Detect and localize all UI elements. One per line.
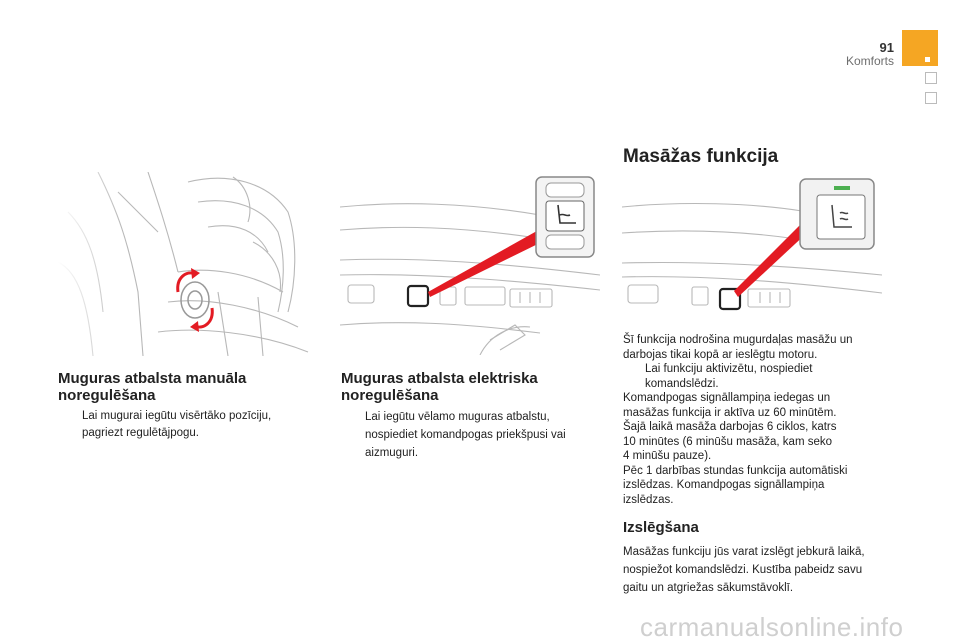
massage-bullet: Lai funkciju aktivizētu, nospiediet koma… (623, 362, 903, 391)
text-line: izslēdzas. Komandpogas signāllampiņa (623, 479, 825, 491)
section-tab (925, 92, 937, 104)
bullet-text: nospiediet komandpogas priekšpusi vai (365, 429, 566, 441)
manual-bullet: Lai mugurai iegūtu visērtāko pozīciju, p… (60, 408, 300, 442)
watermark: carmanualsonline.info (640, 612, 904, 642)
bullet-text: aizmuguri. (365, 447, 419, 459)
pointer-red (734, 223, 809, 297)
page-number: 91 (879, 40, 894, 55)
bullet-text: Lai funkciju aktivizētu, nospiediet (645, 363, 813, 375)
section-title: Komforts (845, 54, 894, 68)
lumbar-switch-closeup (535, 176, 595, 258)
electric-bullet: Lai iegūtu vēlamo muguras atbalstu, nosp… (343, 408, 593, 462)
manual-title-line: noregulēšana (58, 387, 156, 404)
electric-title-line: noregulēšana (341, 387, 439, 404)
bullet-text: Lai mugurai iegūtu visērtāko pozīciju, (82, 410, 272, 422)
bullet-text: pagriezt regulētājpogu. (82, 427, 199, 439)
seat-lumbar-icon (557, 204, 576, 224)
text-line: masāžas funkcija ir aktīva uz 60 minūtēm… (623, 406, 837, 419)
switch-off-title: Izslēgšana (623, 519, 699, 536)
text-line: Šī funkcija nodrošina mugurdaļas masāžu … (623, 334, 853, 346)
bullet-text: Lai iegūtu vēlamo muguras atbalstu, (365, 411, 550, 423)
electric-title: Muguras atbalsta elektriska noregulēšana (341, 370, 538, 404)
section-tab-active (902, 30, 938, 66)
text-line: 10 minūtes (6 minūšu masāža, kam seko (623, 435, 833, 448)
text-line: Komandpogas signāllampiņa iedegas un (623, 392, 831, 404)
lumbar-switch-small (406, 284, 430, 308)
bullet-text: komandslēdzi. (645, 377, 719, 390)
massage-switch-small (718, 287, 742, 311)
switch-off-text: Masāžas funkciju jūs varat izslēgt jebku… (623, 543, 893, 597)
seat-manual-illustration (58, 172, 316, 356)
massage-icon (831, 204, 852, 228)
massage-switch-closeup (799, 178, 875, 250)
text-line: Masāžas funkciju jūs varat izslēgt jebku… (623, 546, 865, 558)
manual-title: Muguras atbalsta manuāla noregulēšana (58, 370, 246, 404)
section-tab (925, 72, 937, 84)
text-line: 4 minūšu pauze). (623, 450, 712, 462)
electric-title-line: Muguras atbalsta elektriska (341, 370, 538, 387)
text-line: izslēdzas. (623, 493, 674, 506)
text-line: darbojas tikai kopā ar ieslēgtu motoru. (623, 348, 818, 361)
indicator-lamp (834, 186, 850, 190)
massage-illustration (622, 178, 882, 311)
massage-title: Masāžas funkcija (623, 146, 779, 167)
text-line: Pēc 1 darbības stundas funkcija automāti… (623, 464, 848, 477)
massage-text: Šī funkcija nodrošina mugurdaļas masāžu … (623, 333, 903, 507)
text-line: nospiežot komandslēdzi. Kustība pabeidz … (623, 564, 863, 576)
pointer-red (428, 227, 552, 297)
text-line: Šajā laikā masāža darbojas 6 ciklos, kat… (623, 421, 837, 433)
text-line: gaitu un atgriežas sākumstāvoklī. (623, 582, 794, 594)
manual-title-line: Muguras atbalsta manuāla (58, 370, 247, 387)
seat-electric-illustration (340, 176, 600, 355)
